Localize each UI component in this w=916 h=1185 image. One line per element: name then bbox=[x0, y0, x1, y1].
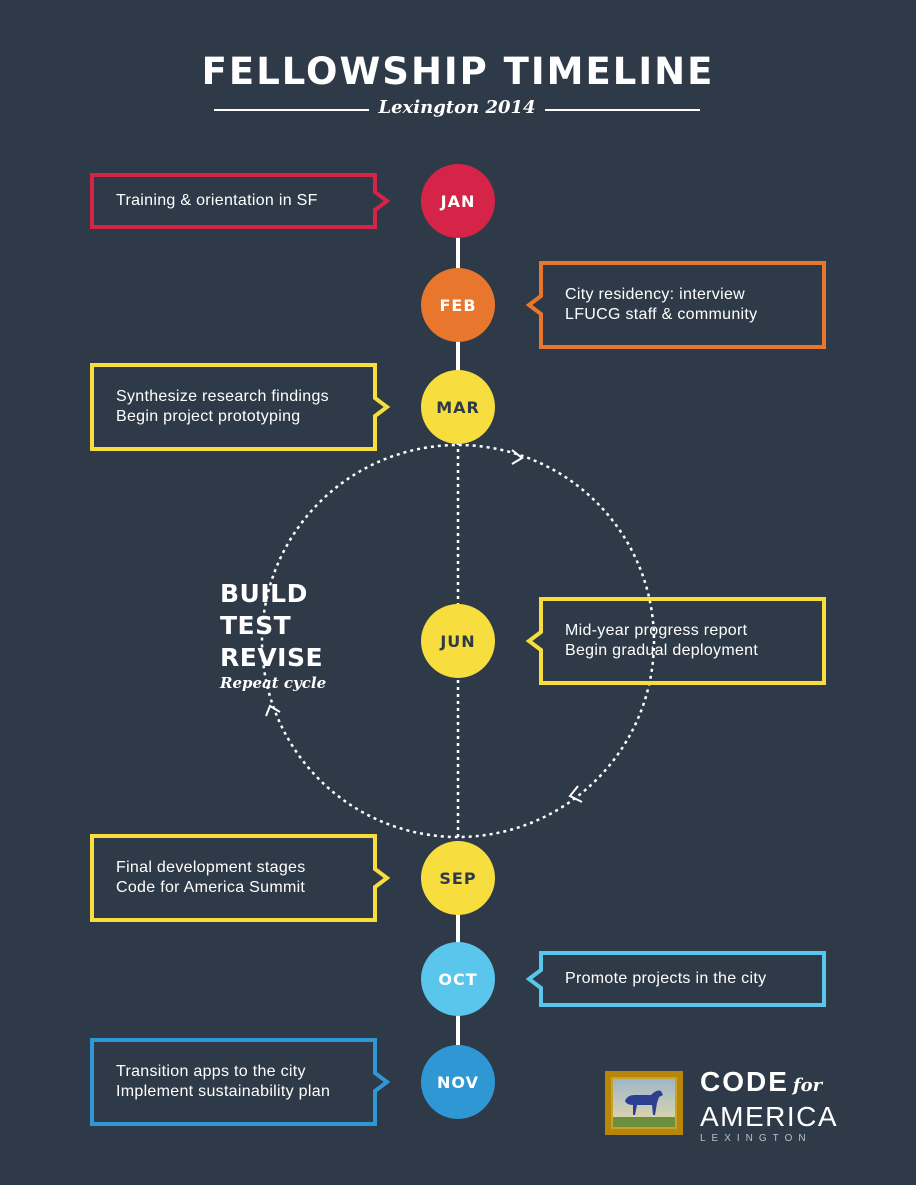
callout-box-jun bbox=[525, 597, 826, 685]
cycle-caption: Repeat cycle bbox=[220, 674, 327, 692]
callout-line: Transition apps to the city bbox=[116, 1063, 306, 1080]
subtitle-row: Lexington 2014 bbox=[214, 96, 700, 124]
cycle-label: BUILD TEST REVISE Repeat cycle bbox=[220, 578, 326, 692]
callout-box-feb bbox=[525, 261, 826, 349]
month-marker-nov: NOV bbox=[421, 1045, 495, 1119]
cycle-word-build: BUILD bbox=[220, 579, 308, 608]
callout-line: Final development stages bbox=[116, 859, 306, 876]
cycle-circle bbox=[260, 443, 656, 839]
logo-city: LEXINGTON bbox=[700, 1133, 812, 1144]
page-subtitle: Lexington 2014 bbox=[378, 97, 536, 118]
month-marker-oct: OCT bbox=[421, 942, 495, 1016]
logo-code: CODE bbox=[700, 1066, 789, 1097]
callout-line: Synthesize research findings bbox=[116, 388, 329, 405]
logo-america: AMERICA bbox=[700, 1101, 839, 1132]
subtitle-divider-left bbox=[214, 109, 369, 111]
callout-line: Mid-year progress report bbox=[565, 622, 748, 639]
month-marker-feb: FEB bbox=[421, 268, 495, 342]
month-marker-sep: SEP bbox=[421, 841, 495, 915]
month-marker-jun: JUN bbox=[421, 604, 495, 678]
cycle-arrow-top-icon bbox=[511, 449, 524, 465]
framed-horse-painting-icon bbox=[605, 1071, 683, 1135]
cycle-arrow-right-icon bbox=[568, 785, 583, 803]
callout-line: Begin project prototyping bbox=[116, 408, 301, 425]
cycle-word-test: TEST bbox=[220, 611, 292, 640]
callout-box-jan bbox=[90, 173, 391, 229]
page-title: FELLOWSHIP TIMELINE bbox=[201, 50, 715, 93]
callout-line: Implement sustainability plan bbox=[116, 1083, 331, 1100]
callout-line: Begin gradual deployment bbox=[565, 642, 759, 659]
callout-box-oct bbox=[525, 951, 826, 1007]
callout-shapes bbox=[90, 173, 826, 1126]
callout-line: Code for America Summit bbox=[116, 879, 306, 896]
callout-line: Promote projects in the city bbox=[565, 970, 767, 987]
callout-box-sep bbox=[90, 834, 391, 922]
callout-line: City residency: interview bbox=[565, 286, 745, 303]
callout-box-mar bbox=[90, 363, 391, 451]
callout-oct: Promote projects in the city bbox=[565, 969, 766, 989]
callout-jan: Training & orientation in SF bbox=[116, 191, 318, 211]
cycle-arrow-left-icon bbox=[265, 704, 281, 717]
month-marker-jan: JAN bbox=[421, 164, 495, 238]
callout-line: Training & orientation in SF bbox=[116, 192, 318, 209]
month-marker-mar: MAR bbox=[421, 370, 495, 444]
cycle-word-revise: REVISE bbox=[220, 643, 324, 672]
logo-for: for bbox=[792, 1075, 823, 1096]
callout-box-nov bbox=[90, 1038, 391, 1126]
callout-line: LFUCG staff & community bbox=[565, 306, 758, 323]
subtitle-divider-right bbox=[545, 109, 700, 111]
